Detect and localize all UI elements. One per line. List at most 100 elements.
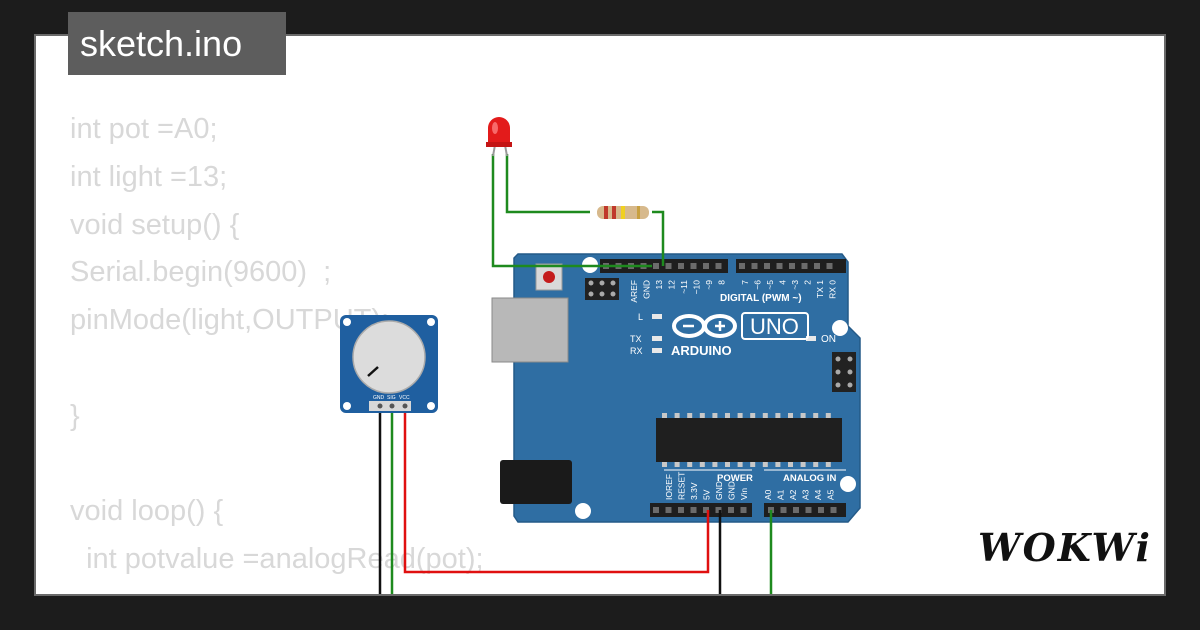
header-pin[interactable] [830,507,837,513]
header-pin[interactable] [728,507,734,513]
power-pin-label: 3.3V [689,482,699,500]
code-line: int potvalue =analogRead(pot); [70,543,484,576]
wokwi-logo: WOKWi [978,525,1152,570]
header-pin[interactable] [703,263,709,269]
potentiometer[interactable]: GND SIG VCC [340,315,438,413]
code-line: pinMode(light,OUTPUT); [70,304,390,337]
header-pin[interactable] [818,507,824,513]
header-pin[interactable] [678,507,684,513]
wire-led-gnd[interactable] [491,154,652,268]
header-pin[interactable] [715,507,722,513]
code-line: void loop() { [70,495,224,528]
header-pin[interactable] [678,263,684,269]
code-line: Serial.println("potvalue"); [70,584,484,594]
digital-pin-label: ~11 [679,280,689,294]
chip-leg [737,462,743,467]
digital-pin-label: 8 [717,280,727,285]
chip-leg [687,462,693,467]
knob-indicator [367,366,379,377]
chip-leg [662,462,667,467]
digital-pin-label: ~5 [765,280,775,290]
digital-pin-label: 13 [654,280,664,290]
chip-leg [813,413,819,418]
pot-pin-sig: SIG [387,395,396,401]
header-pin[interactable] [801,263,808,269]
header-pin[interactable] [715,263,722,269]
analog-pin-label: A5 [826,489,836,500]
header-pin[interactable] [776,263,783,269]
header-pin[interactable] [826,263,833,269]
code-line: } [70,399,80,432]
led[interactable] [486,117,512,157]
chip-leg [662,413,667,418]
header-pin[interactable] [665,507,672,513]
analog-pin-label: A1 [776,489,786,500]
on-led-label: ON [821,334,836,345]
header-pin[interactable] [653,507,659,513]
chip-leg [725,462,730,467]
uno-model-label: UNO [750,314,799,339]
analog-pin-label: A0 [763,489,773,500]
chip-leg [775,413,781,418]
header-pin[interactable] [665,263,672,269]
header-pin[interactable] [740,507,747,513]
chip-leg [825,413,831,418]
code-line: int pot =A0; [70,113,218,145]
code-line: void setup() { [70,208,240,241]
header-pin[interactable] [805,507,812,513]
resistor[interactable] [597,206,649,219]
chip-leg [813,462,819,467]
chip-leg [775,462,781,467]
digital-pin-label: ~9 [704,280,714,290]
wire-led-resistor[interactable] [505,154,590,214]
arduino-logo-icon [672,314,737,338]
digital-pin-label: AREF [629,280,639,303]
chip-leg [825,462,831,467]
code-line: int light =13; [70,160,228,193]
chip-leg [674,413,680,418]
code-editor[interactable]: int pot =A0; int light =13; void setup() {… [70,106,484,594]
power-header [650,503,752,517]
header-pin[interactable] [793,507,799,513]
wire-pot-vcc[interactable] [403,410,710,574]
microcontroller-chip [656,418,842,462]
digital-pin-label: ~3 [790,280,800,290]
chip-leg [800,413,806,418]
header-pin[interactable] [739,263,745,269]
chip-leg [800,462,806,467]
pot-pin-gnd: GND [373,395,385,401]
header-pin[interactable] [789,263,795,269]
header-pin[interactable] [814,263,820,269]
digital-pin-label: ~6 [753,280,763,290]
power-pin-label: Vin [739,488,749,500]
header-pin[interactable] [653,263,659,269]
analog-header-label: ANALOG IN [783,473,836,484]
icsp-header-right [832,352,856,392]
chip-leg [699,413,705,418]
analog-pin-label: A2 [788,489,798,500]
header-pin[interactable] [751,263,758,269]
chip-leg [712,462,718,467]
header-pin[interactable] [690,263,697,269]
code-line: Serial.begin(9600) ; [70,256,332,289]
chip-leg [750,413,756,418]
digital-pin-label: RX 0 [828,280,838,299]
arduino-brand-label: ARDUINO [671,343,732,358]
power-header-label: POWER [717,473,753,484]
tx-led-label: TX [630,334,642,344]
chip-leg [762,462,768,467]
reset-button[interactable] [543,271,555,283]
digital-pin-label: ~10 [692,280,702,295]
header-pin[interactable] [764,263,770,269]
icsp-header-top [585,278,619,300]
wires [378,154,773,594]
wire-resistor-pin13[interactable] [652,210,665,266]
file-tab[interactable]: sketch.ino [68,12,286,75]
header-pin[interactable] [780,507,787,513]
digital-pin-label: 4 [778,280,788,285]
header-pin[interactable] [690,507,697,513]
header-pin[interactable] [703,507,709,513]
pot-pin-vcc: VCC [399,395,410,401]
